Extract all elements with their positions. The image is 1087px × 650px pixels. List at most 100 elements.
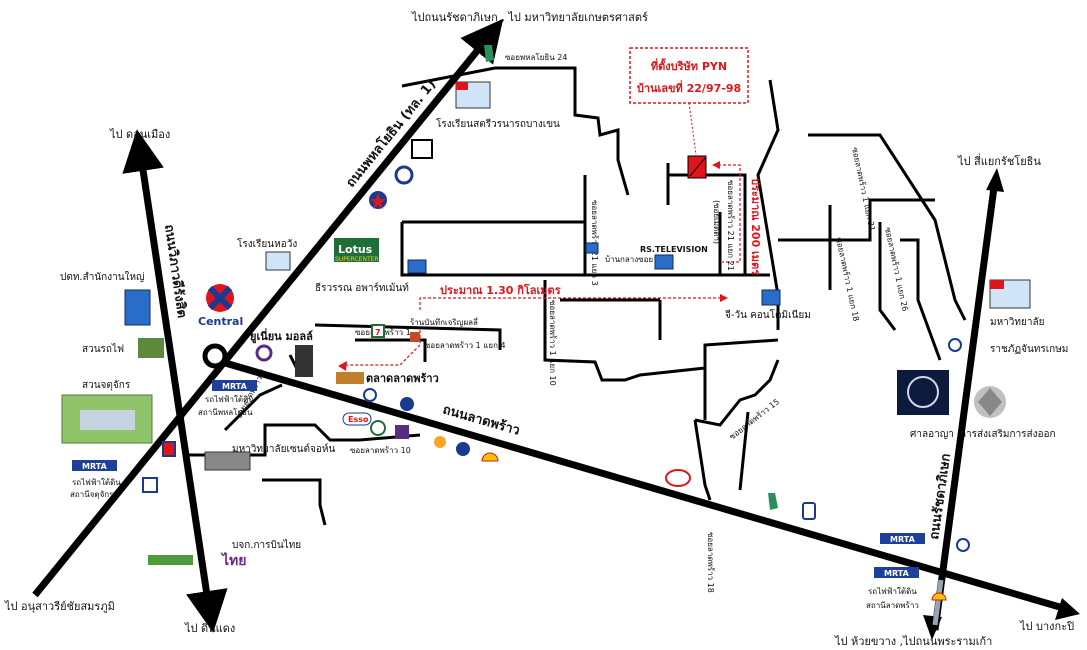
svg-text:MRTA: MRTA xyxy=(884,569,910,578)
thai-airways-label: บจก.การบินไทย xyxy=(232,539,301,551)
label-soi-21-side: ซอยลาดพร้าว 21 แยก 21 xyxy=(726,180,735,271)
dest-sathu-pradit: ไป สี่แยกรัชโยธิน xyxy=(957,153,1041,168)
texaco-3-icon xyxy=(456,442,470,456)
label-soi-24: ซอยพหลโยธิน 24 xyxy=(505,52,567,62)
bank-logo-lat-phrao xyxy=(802,502,816,520)
dest-bang-kapi: ไป บางกะปิ xyxy=(1019,620,1074,633)
g-one-label: จี-วัน คอนโดมิเนียม xyxy=(725,308,811,321)
mrt-phahon-station: สถานีพหลโยธิน xyxy=(198,407,253,417)
company-name: ที่ตั้งบริษัท PYN xyxy=(651,58,727,73)
suan-rotfai-label: สวนรถไฟ xyxy=(82,343,124,355)
phahonyothin-road xyxy=(32,18,504,598)
lat-phrao-intersection xyxy=(202,343,228,369)
destination-labels: ไปถนนรัชดาภิเษก , ไป มหาวิทยาลัยเกษตรศาส… xyxy=(4,11,1074,648)
export-label: การส่งเสริมการส่งออก xyxy=(960,429,1056,440)
texaco-2-icon xyxy=(400,397,414,411)
mrta-logo-lat-phrao-1 xyxy=(880,533,925,544)
label-soi-21-10: ซอยลาดพร้าว 1 แยก 10 xyxy=(548,300,557,386)
label-soi-21-main: (ซอยเมตตา) xyxy=(712,200,721,244)
ptt-logo-lat-phrao xyxy=(768,493,778,510)
union-mall-building-icon xyxy=(295,345,313,377)
esso-logo xyxy=(342,412,372,426)
school-building-icon xyxy=(265,251,291,271)
ho-wang-label: โรงเรียนหอวัง xyxy=(237,237,297,250)
thai-bank-logo-icon xyxy=(394,165,414,185)
rs-tv-building-icon xyxy=(654,254,674,270)
dest-huai-khwang: ไป ห้วยขวาง ,ไปถนนพระรามเก้า xyxy=(834,635,992,648)
dest-don-mueang: ไป ดอนเมือง xyxy=(109,128,170,141)
distance-soi-label: ประมาณ 200 เมตร xyxy=(749,178,762,275)
vibhavadi-road xyxy=(122,129,214,616)
mrta-logo-chatuchak xyxy=(72,460,117,471)
st-john-building-icon xyxy=(204,451,251,471)
suan-rotfai-photo xyxy=(138,338,164,358)
mrt-chatuchak-label: รถไฟฟ้าใต้ดิน xyxy=(72,478,121,487)
talad-icon xyxy=(336,372,364,384)
thai-green-logo xyxy=(148,555,193,565)
dest-top: ไปถนนรัชดาภิเษก , ไป มหาวิทยาลัยเกษตรศาส… xyxy=(411,11,648,24)
flower-logo-icon xyxy=(434,436,446,448)
shell-logo-icon xyxy=(481,452,499,462)
toyota-logo xyxy=(665,469,691,487)
rs-tv-label: RS.TELEVISION xyxy=(640,245,708,254)
thirawan-label: ธีรวรรณ อพาร์ทเม้นท์ xyxy=(315,282,409,294)
egat-label: ปตท.สำนักงานใหญ่ xyxy=(60,271,145,283)
g-one-building-icon xyxy=(761,289,781,306)
ratchadaphisek-road xyxy=(931,179,999,631)
seven-eleven-logo xyxy=(371,324,385,338)
union-mall-label: ยูเนี่ยน มอลล์ xyxy=(250,328,313,344)
chatuchak-label: สวนจตุจักร xyxy=(82,380,131,391)
label-soi-10: ซอยลาดพร้าว 10 xyxy=(350,446,411,455)
bangkhen-school-label: โรงเรียนสตรีวรนารถบางเขน xyxy=(436,117,560,130)
honda-logo-icon xyxy=(411,139,433,159)
label-soi-21-18: ซอยลาดพร้าว 1 แยก 18 xyxy=(834,237,861,323)
svg-text:MRTA: MRTA xyxy=(222,382,248,391)
house-label: บ้านกลางซอย xyxy=(605,255,653,264)
chandrakasem-label-1: มหาวิทยาลัย xyxy=(990,317,1044,328)
svg-text:7: 7 xyxy=(375,328,381,337)
landmarks: โรงเรียนสตรีวรนารถบางเขน โรงเรียนหอวัง L… xyxy=(60,45,1068,610)
mrt-lat-phrao-label: รถไฟฟ้าใต้ดิน xyxy=(868,587,917,596)
nuttawut-label: ร้านบันทึกเจริญผลลี่ xyxy=(410,316,478,327)
ptt-logo-icon xyxy=(484,45,494,62)
svg-text:MRTA: MRTA xyxy=(890,535,916,544)
shell-logo-ratchada xyxy=(931,592,947,601)
ptt-logo-chatuchak xyxy=(162,441,176,457)
svg-text:Esso: Esso xyxy=(348,415,369,424)
mrta-logo-phahon xyxy=(212,380,257,391)
house-icon xyxy=(585,242,599,254)
st-john-label: มหาวิทยาลัยเซนต์จอห์น xyxy=(232,443,335,455)
scb-logo-icon xyxy=(395,425,409,439)
nuttawut-shop-icon xyxy=(410,332,420,342)
lat-phrao-road xyxy=(214,356,1071,614)
label-phahonyothin: ถนนพหลโยธิน (ทล. 1) xyxy=(342,76,439,191)
mrt-phahon-label: รถไฟฟ้าใต้ดิน xyxy=(205,395,254,404)
chandrakasem-building-icon xyxy=(989,279,1031,309)
lotus-logo xyxy=(334,238,379,262)
court-label: ศาลอาญา xyxy=(910,429,954,440)
bank-logo-ratchada xyxy=(948,338,962,352)
garuda-emblem-icon xyxy=(974,386,1006,418)
bank-green-icon xyxy=(370,420,386,436)
company-marker: ที่ตั้งบริษัท PYN บ้านเลขที่ 22/97-98 ปร… xyxy=(629,47,762,275)
label-soi-21-31: ซอยลาดพร้าว 1 แยก 31 xyxy=(850,147,877,233)
thai-logo: ไทย xyxy=(220,551,246,569)
mrt-chatuchak-station: สถานีจตุจักร xyxy=(70,490,114,499)
company-address: บ้านเลขที่ 22/97-98 xyxy=(637,80,741,95)
label-soi-18: ซอยลาดพร้าว 18 xyxy=(706,532,715,593)
dest-victory: ไป อนุสาวรีย์ชัยสมรภูมิ xyxy=(4,600,115,613)
chandrakasem-label-2: ราชภัฏจันทรเกษม xyxy=(990,344,1068,355)
svg-text:Lotus: Lotus xyxy=(338,243,373,256)
svg-text:MRTA: MRTA xyxy=(82,462,108,471)
central-logo: Central xyxy=(198,284,243,328)
siam-bank-logo xyxy=(255,344,273,362)
main-roads xyxy=(32,18,1080,640)
svg-text:SUPERCENTER: SUPERCENTER xyxy=(335,256,379,263)
thirawan-building-icon xyxy=(407,259,427,274)
road-labels: ถนนพหลโยธิน (ทล. 1) ถนนวิภาวดีรังสิต ถนน… xyxy=(161,52,954,593)
mrt-lat-phrao-station: สถานีลาดพร้าว xyxy=(866,601,919,610)
dest-din-daeng: ไป ดินแดง xyxy=(184,622,235,635)
mrta-logo-lat-phrao-2 xyxy=(874,567,919,578)
svg-text:Central: Central xyxy=(198,315,243,328)
